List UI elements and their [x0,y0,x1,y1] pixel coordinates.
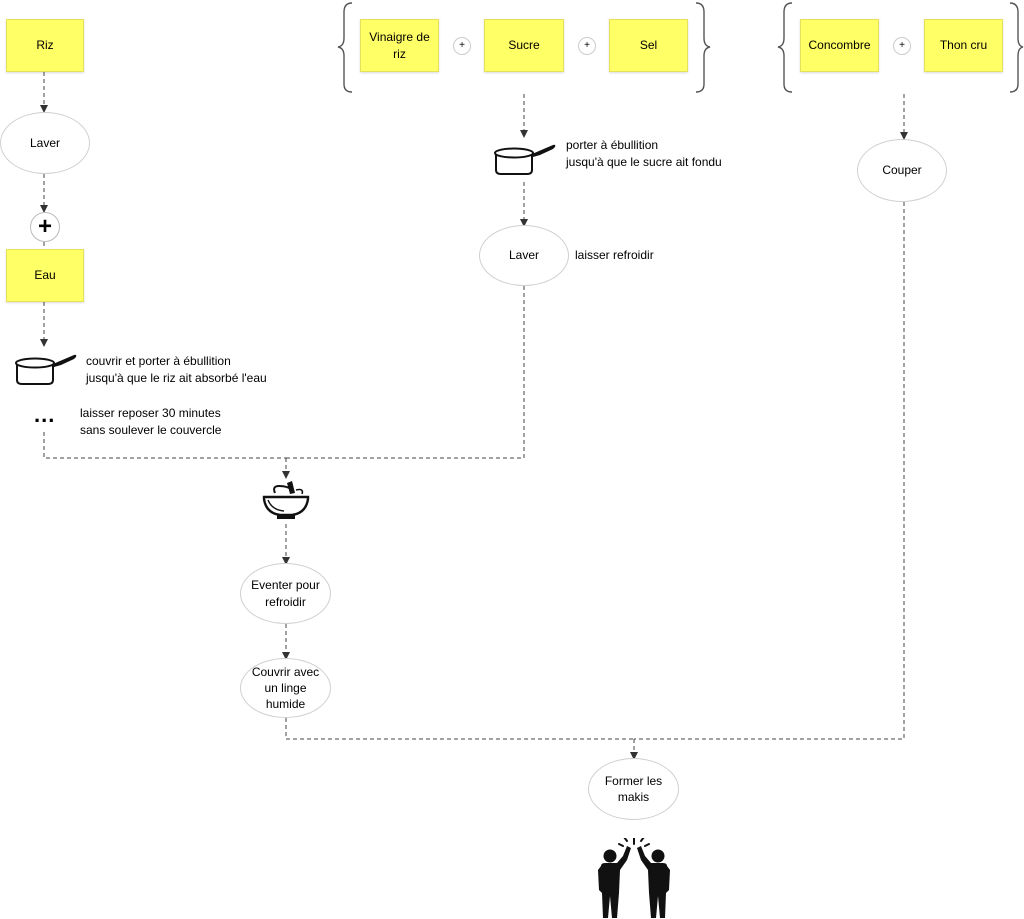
plus-sign: + [899,40,905,52]
ellipsis-wait: ... [34,402,56,427]
ingredient-riz: Riz [6,19,84,72]
note-bouillir-riz: couvrir et porter à ébullition jusqu'à q… [86,354,267,386]
step-eventer-label: Eventer pour refroidir [251,578,320,609]
note-refroidir: laisser refroidir [575,248,654,262]
brace-right-garniture [1009,2,1024,93]
step-couper: Couper [857,139,947,202]
ingredient-thon: Thon cru [924,19,1003,72]
brace-left-garniture [777,2,793,93]
edge-sauce-bowl [286,286,525,459]
ingredient-vinaigre: Vinaigre de riz [360,19,439,72]
saucepan-icon [494,144,556,175]
high-five-icon [598,838,670,918]
step-couvrir: Couvrir avec un linge humide [240,658,331,718]
plus-sign: + [584,40,590,52]
ingredient-concombre: Concombre [800,19,879,72]
edge-riz-bowl [43,432,286,459]
step-laver-sauce-label: Laver [508,248,540,263]
ingredient-sucre: Sucre [484,19,564,72]
step-laver-riz-label: Laver [29,135,61,150]
step-couper-label: Couper [882,163,922,178]
step-laver-riz: Laver [0,112,90,174]
plus-vinaigre-sucre: + [453,37,471,55]
edge-couvrir-former [285,718,634,740]
step-former: Former les makis [588,758,679,820]
mixing-bowl-icon [262,481,310,519]
plus-sign: + [37,212,52,240]
ingredient-riz-label: Riz [36,38,54,53]
brace-right-sauce [695,2,711,93]
edge-couper-former [634,202,905,740]
ingredient-eau-label: Eau [34,268,56,283]
step-laver-sauce: Laver [479,225,569,286]
plus-riz-eau: + [30,212,60,242]
ingredient-sel: Sel [609,19,688,72]
plus-sucre-sel: + [578,37,596,55]
note-bouillir-sauce: porter à ébullition jusqu'à que le sucre… [566,138,722,170]
ingredient-sucre-label: Sucre [508,38,540,53]
brace-left-sauce [337,2,353,93]
note-reposer: laisser reposer 30 minutes sans soulever… [80,406,222,438]
ingredient-thon-label: Thon cru [939,38,988,53]
step-couvrir-label: Couvrir avec un linge humide [251,664,320,712]
saucepan-icon [15,354,77,385]
ingredient-sel-label: Sel [639,38,658,53]
plus-sign: + [459,40,465,52]
ingredient-vinaigre-label: Vinaigre de riz [369,30,430,61]
ingredient-eau: Eau [6,249,84,302]
step-eventer: Eventer pour refroidir [240,563,331,624]
ingredient-concombre-label: Concombre [808,38,871,53]
step-former-label: Former les makis [604,773,663,804]
plus-concombre-thon: + [893,37,911,55]
